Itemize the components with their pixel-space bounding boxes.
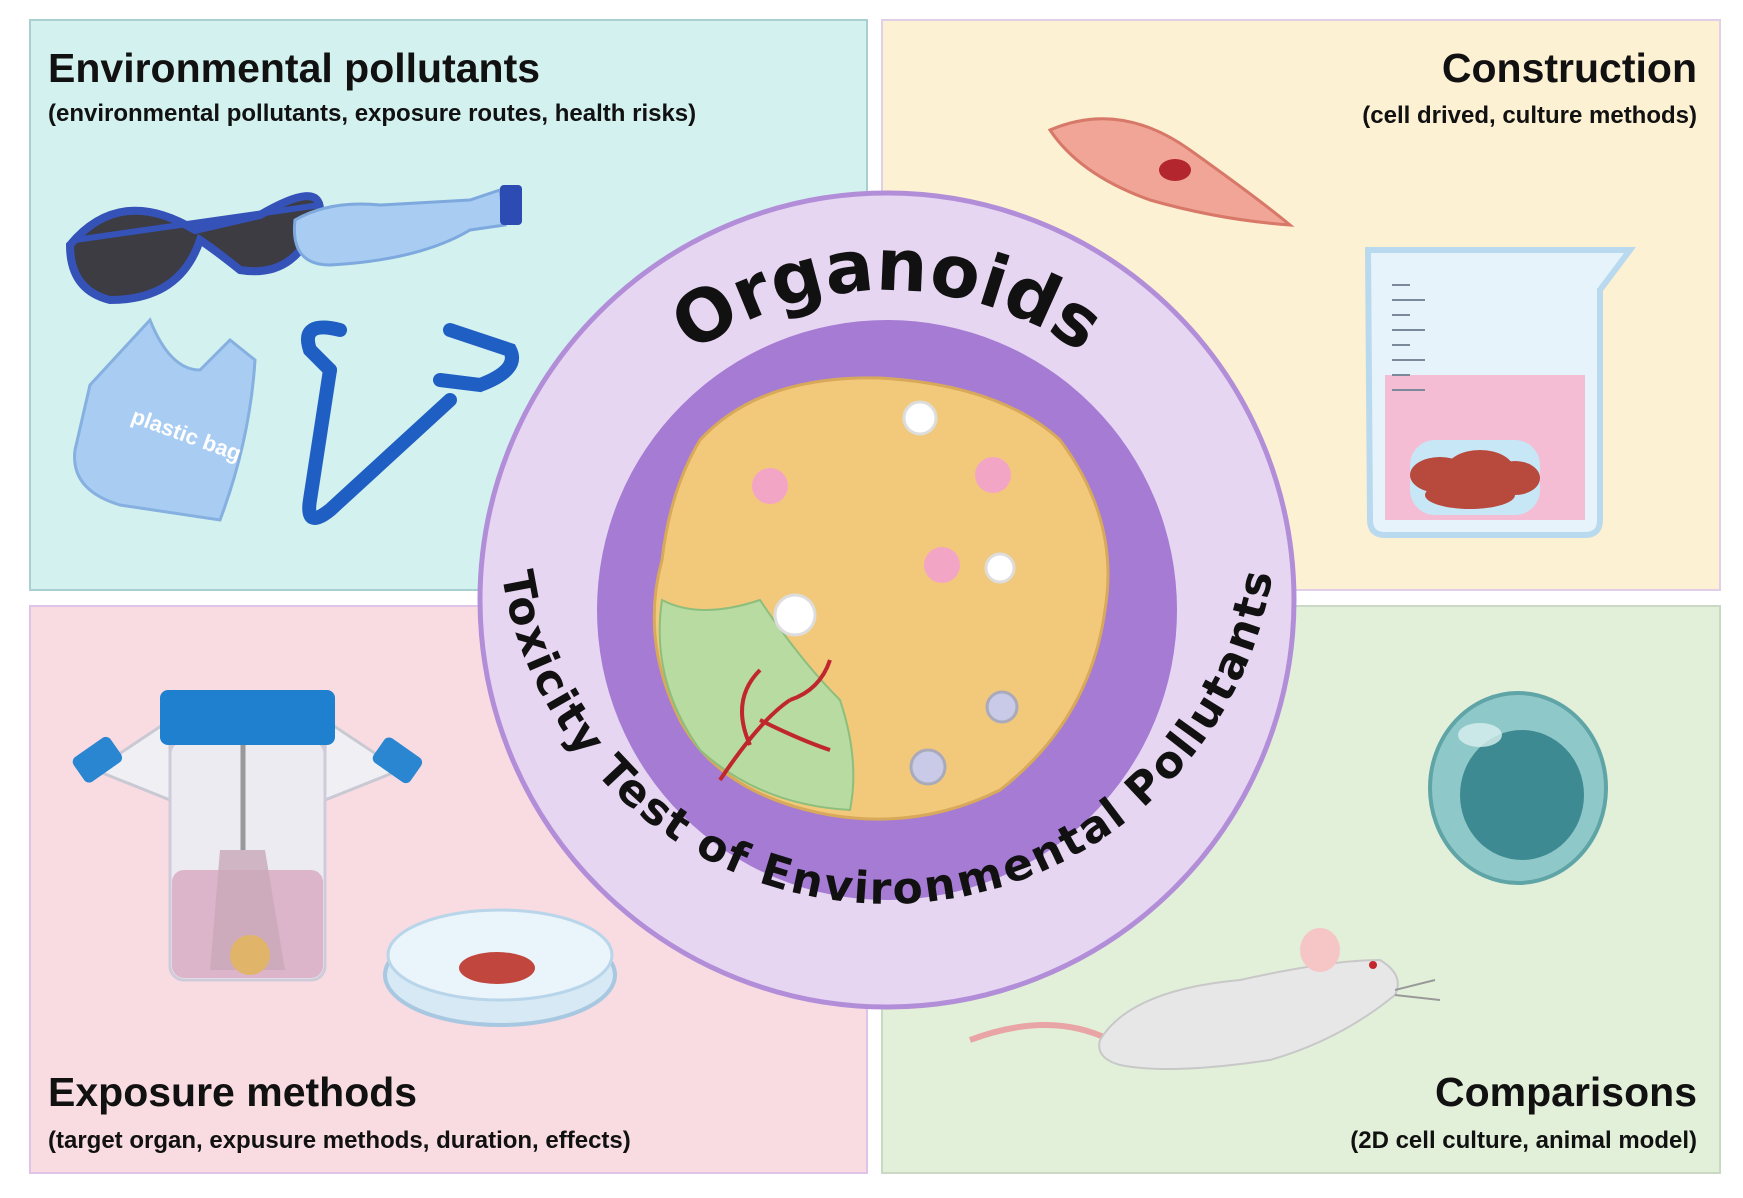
panel-title: Comparisons — [1435, 1069, 1697, 1115]
mouse-icon — [968, 928, 1441, 1070]
panel-subtitle: (2D cell culture, animal model) — [1350, 1127, 1697, 1154]
panel-title: Environmental pollutants — [48, 45, 540, 91]
hanger-icon — [301, 320, 519, 525]
panel-subtitle: (target organ, expusure methods, duratio… — [48, 1127, 631, 1154]
spheroid-icon — [1428, 691, 1608, 885]
plastic-bottle-icon — [292, 185, 522, 267]
cell-icon — [1047, 117, 1295, 227]
plastic-bag-icon: plastic bag — [73, 317, 257, 522]
panel-subtitle: (environmental pollutants, exposure rout… — [48, 100, 696, 127]
panel-title: Exposure methods — [48, 1069, 417, 1115]
spinner-flask-icon — [72, 690, 423, 982]
panel-subtitle: (cell drived, culture methods) — [1362, 102, 1697, 129]
organoid-illustration-icon — [652, 376, 1110, 821]
organoid-center: Organoids Toxicity Test of Environmental… — [477, 190, 1297, 1010]
beaker-icon — [1364, 247, 1636, 538]
panel-title: Construction — [1442, 45, 1697, 91]
sunglasses-icon — [65, 192, 325, 305]
petri-dish-icon — [383, 908, 617, 1027]
